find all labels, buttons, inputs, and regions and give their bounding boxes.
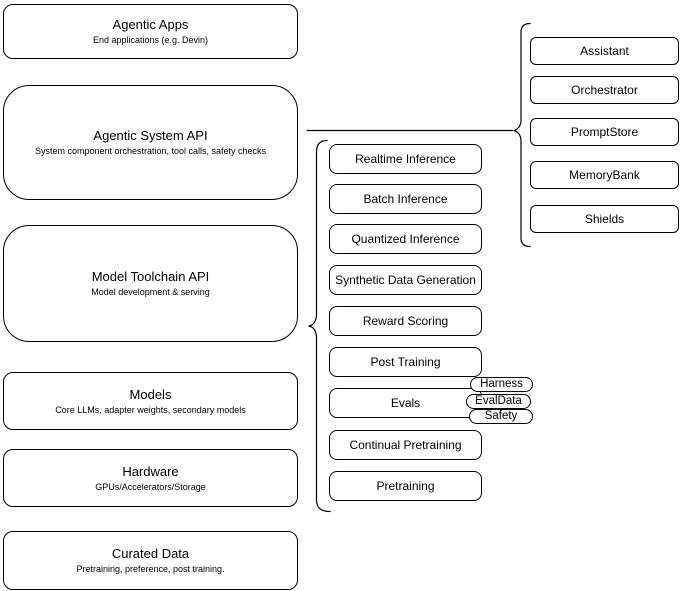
toolchain-item-realtime-inference: Realtime Inference	[329, 144, 482, 174]
box-curated-data-title: Curated Data	[111, 546, 190, 561]
box-agentic-system-api-subtitle: System component orchestration, tool cal…	[34, 146, 267, 156]
evals-tag-safety: Safety	[469, 409, 533, 424]
box-agentic-system-api-title: Agentic System API	[93, 128, 208, 143]
box-agentic-apps-title: Agentic Apps	[112, 17, 189, 32]
components-brace	[513, 22, 531, 248]
toolchain-item-quantized-inference: Quantized Inference	[329, 224, 482, 254]
box-hardware-title: Hardware	[122, 463, 179, 479]
toolchain-item-post-training: Post Training	[329, 347, 482, 377]
box-agentic-system-api: Agentic System API System component orch…	[3, 85, 298, 200]
toolchain-brace	[308, 139, 331, 513]
box-models-title: Models	[129, 386, 172, 402]
box-model-toolchain-api-title: Model Toolchain API	[91, 269, 210, 284]
toolchain-item-batch-inference: Batch Inference	[329, 184, 482, 214]
box-curated-data: Curated Data Pretraining, preference, po…	[3, 531, 298, 590]
box-models-subtitle: Core LLMs, adapter weights, secondary mo…	[55, 404, 246, 415]
box-hardware-subtitle: GPUs/Accelerators/Storage	[95, 481, 206, 492]
box-agentic-apps-subtitle: End applications (e.g. Devin)	[92, 35, 209, 45]
component-promptstore: PromptStore	[530, 118, 679, 146]
box-hardware: Hardware GPUs/Accelerators/Storage	[3, 449, 298, 507]
box-models: Models Core LLMs, adapter weights, secon…	[3, 372, 298, 430]
toolchain-item-pretraining: Pretraining	[329, 471, 482, 501]
toolchain-item-synthetic-data-generation: Synthetic Data Generation	[329, 265, 482, 295]
evals-tag-harness: Harness	[470, 377, 533, 392]
box-curated-data-subtitle: Pretraining, preference, post training.	[76, 564, 225, 574]
toolchain-item-reward-scoring: Reward Scoring	[329, 306, 482, 336]
toolchain-item-continual-pretraining: Continual Pretraining	[329, 430, 482, 460]
component-memorybank: MemoryBank	[530, 161, 679, 189]
toolchain-item-evals: Evals	[329, 388, 482, 418]
component-orchestrator: Orchestrator	[530, 76, 679, 104]
box-agentic-apps: Agentic Apps End applications (e.g. Devi…	[3, 4, 298, 59]
box-model-toolchain-api-subtitle: Model development & serving	[91, 287, 210, 297]
component-assistant: Assistant	[530, 37, 679, 65]
evals-tag-evaldata: EvalData	[466, 394, 531, 409]
box-model-toolchain-api: Model Toolchain API Model development & …	[3, 225, 298, 342]
component-shields: Shields	[530, 205, 679, 233]
